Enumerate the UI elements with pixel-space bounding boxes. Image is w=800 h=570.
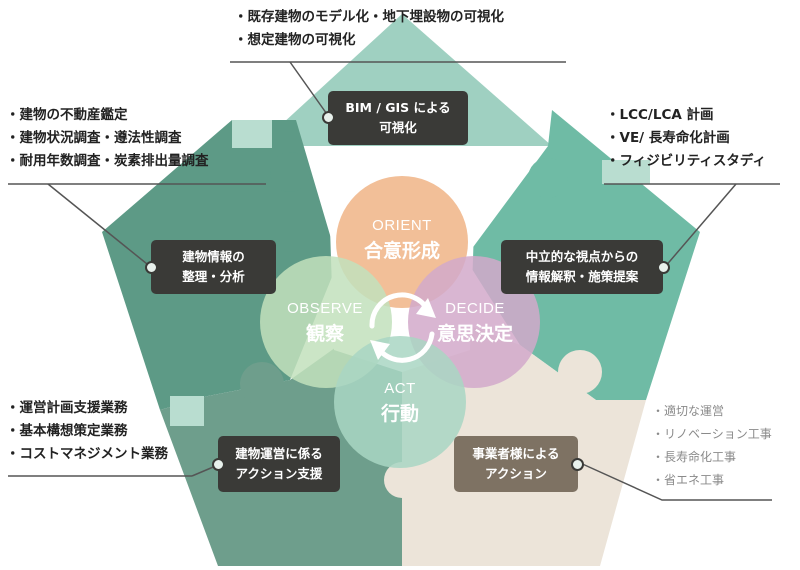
neutral-line2: 情報解釈・施策提案: [525, 269, 639, 284]
orient-label: ORIENT 合意形成: [352, 217, 452, 263]
list-item: 基本構想策定業務: [6, 420, 168, 443]
list-item: 既存建物のモデル化・地下埋設物の可視化: [234, 6, 505, 29]
knob-bottom-right: [558, 350, 602, 394]
operation-line1: 建物運営に係る: [235, 446, 323, 461]
connector-dot-top: [322, 111, 335, 124]
list-item: VE/ 長寿命化計画: [606, 127, 766, 150]
neutral-line1: 中立的な視点からの: [525, 249, 639, 264]
business-line1: 事業者様による: [472, 446, 560, 461]
left-service-list: 建物の不動産鑑定 建物状況調査・遵法性調査 耐用年数調査・炭素排出量調査: [6, 104, 209, 173]
list-item: 運営計画支援業務: [6, 397, 168, 420]
act-circle: [334, 336, 466, 468]
bim-gis-line1: BIM / GIS による: [345, 100, 451, 115]
cycle-arrows-icon: [369, 292, 436, 363]
neutral-proposal-node: 中立的な視点からの情報解釈・施策提案: [501, 240, 663, 294]
list-item: リノベーション工事: [652, 423, 772, 446]
list-item: 省エネ工事: [652, 469, 772, 492]
list-item: 耐用年数調査・炭素排出量調査: [6, 150, 209, 173]
connector-dot-bottom-right: [571, 458, 584, 471]
act-label: ACT 行動: [350, 380, 450, 426]
decide-jp: 意思決定: [436, 323, 513, 345]
knob-left: [270, 152, 310, 192]
tab-bottom-left: [170, 396, 204, 426]
orient-en: ORIENT: [372, 217, 432, 234]
connector-dot-right: [657, 261, 670, 274]
list-item: コストマネジメント業務: [6, 443, 169, 466]
knob-right: [528, 158, 568, 198]
operation-line2: アクション支援: [235, 466, 323, 481]
list-item: 建物の不動産鑑定: [6, 104, 209, 127]
bim-gis-line2: 可視化: [379, 120, 417, 135]
observe-en: OBSERVE: [287, 300, 363, 317]
tab-top-left: [232, 120, 272, 148]
right-service-list: LCC/LCA 計画 VE/ 長寿命化計画 フィジビリティスタディ: [606, 104, 766, 173]
info-line2: 整理・分析: [182, 269, 245, 284]
list-item: フィジビリティスタディ: [606, 150, 766, 173]
knob-bottom: [384, 462, 420, 498]
bim-gis-node: BIM / GIS による可視化: [328, 91, 468, 145]
business-line2: アクション: [485, 466, 547, 481]
list-item: 想定建物の可視化: [234, 29, 504, 52]
decide-en: DECIDE: [445, 300, 505, 317]
leader-lines: [8, 61, 780, 501]
observe-jp: 観察: [305, 323, 344, 345]
observe-label: OBSERVE 観察: [270, 300, 380, 346]
info-line1: 建物情報の: [182, 249, 245, 264]
business-action-node: 事業者様によるアクション: [454, 436, 578, 492]
info-analysis-node: 建物情報の整理・分析: [151, 240, 276, 294]
top-service-list: 既存建物のモデル化・地下埋設物の可視化 想定建物の可視化: [234, 6, 505, 52]
act-en: ACT: [384, 380, 416, 397]
bottom-right-action-list: 適切な運営 リノベーション工事 長寿命化工事 省エネ工事: [652, 400, 772, 492]
bottom-left-service-list: 運営計画支援業務 基本構想策定業務 コストマネジメント業務: [6, 397, 169, 466]
act-jp: 行動: [380, 403, 419, 425]
list-item: 適切な運営: [652, 400, 772, 423]
knob-bottom-left: [240, 362, 284, 406]
list-item: 長寿命化工事: [652, 446, 772, 469]
decide-label: DECIDE 意思決定: [420, 300, 530, 346]
list-item: LCC/LCA 計画: [606, 104, 766, 127]
connector-dot-left: [145, 261, 158, 274]
list-item: 建物状況調査・遵法性調査: [6, 127, 209, 150]
connector-dot-bottom-left: [212, 458, 225, 471]
operation-support-node: 建物運営に係るアクション支援: [218, 436, 340, 492]
orient-jp: 合意形成: [363, 240, 440, 262]
